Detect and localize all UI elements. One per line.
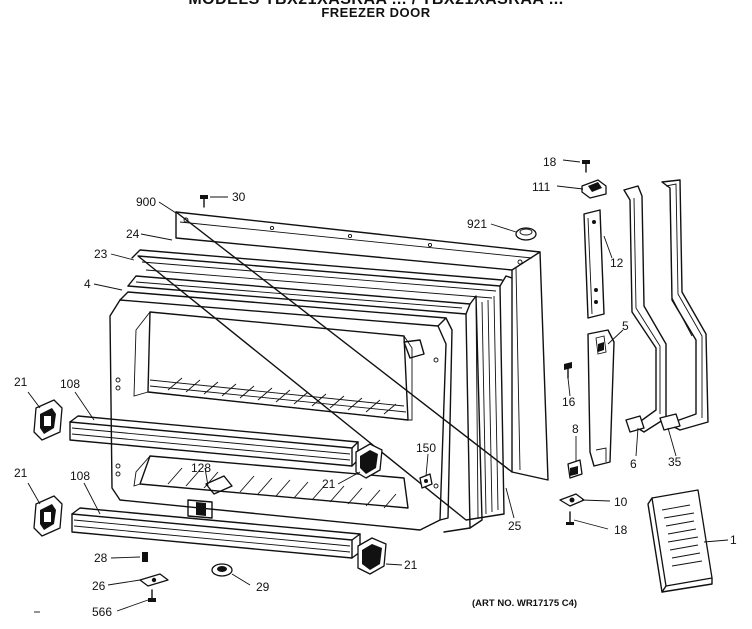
callout-labels: 18 111 900 30 921 24 12 23 4 5 16 21 108… (14, 155, 737, 619)
callout-23: 23 (94, 247, 108, 261)
clip-26 (139, 573, 169, 587)
shelf-end-cap-upper-right (355, 443, 383, 479)
hinge-plate-12 (583, 209, 605, 319)
stop-150 (419, 473, 433, 489)
screw-28 (142, 552, 148, 562)
callout-18-bottom: 18 (614, 523, 628, 537)
shelf-bar-lower (71, 507, 361, 559)
callout-29: 29 (256, 580, 270, 594)
door-gasket (131, 249, 513, 521)
door-handle-6 (623, 185, 667, 433)
door-liner-tub (109, 291, 453, 531)
callout-128: 128 (191, 461, 211, 475)
callout-10: 10 (614, 495, 628, 509)
callout-921: 921 (467, 217, 487, 231)
hinge-pin-10 (559, 493, 585, 507)
screw-30 (200, 195, 208, 208)
spacer-8 (567, 459, 583, 479)
callout-6: 6 (630, 457, 637, 471)
callout-1: 1 (730, 533, 737, 547)
plug-921 (515, 227, 537, 241)
callout-150: 150 (416, 441, 436, 455)
callout-4: 4 (84, 277, 91, 291)
hinge-cap-111 (581, 179, 607, 199)
callout-35: 35 (668, 455, 682, 469)
callout-108-b: 108 (70, 469, 90, 483)
shelf-end-cap-lower-left (33, 495, 63, 537)
screw-16 (564, 362, 572, 379)
door-handle-35 (659, 179, 709, 431)
model-header: MODELS TBX21XASRAA ... / TBX21XASRAA ... (0, 0, 752, 9)
callout-24: 24 (126, 227, 140, 241)
callout-30: 30 (232, 190, 246, 204)
callout-21-a: 21 (14, 375, 28, 389)
callout-25: 25 (508, 519, 522, 533)
callout-111: 111 (532, 180, 551, 194)
callout-8: 8 (572, 422, 579, 436)
use-and-care-manual (647, 489, 713, 593)
section-title: FREEZER DOOR (321, 5, 431, 20)
shelf-bar-upper (69, 415, 359, 467)
callout-21-d: 21 (404, 558, 418, 572)
leader-lines (27, 159, 729, 612)
callout-108-a: 108 (60, 377, 80, 391)
callout-16: 16 (562, 395, 576, 409)
callout-26: 26 (92, 579, 106, 593)
screw-566 (148, 589, 156, 602)
shelf-end-cap-upper-left (33, 399, 63, 441)
callout-12: 12 (610, 256, 624, 270)
callout-21-b: 21 (322, 477, 336, 491)
screw-18-top (582, 160, 590, 173)
callout-21-c: 21 (14, 466, 28, 480)
inner-door-liner (127, 275, 483, 533)
art-number: (ART NO. WR17175 C4) (472, 598, 577, 609)
screw-18-bottom (566, 511, 574, 525)
shelf-end-cap-lower-right (357, 537, 387, 575)
hinge-bracket-5 (587, 329, 615, 467)
door-outer-panel (175, 211, 549, 481)
callout-28: 28 (94, 551, 108, 565)
retainer-bracket (187, 475, 233, 519)
callout-566: 566 (92, 605, 112, 619)
callout-5: 5 (622, 319, 629, 333)
plug-29 (211, 563, 233, 577)
callout-18-top: 18 (543, 155, 557, 169)
callout-900: 900 (136, 195, 156, 209)
